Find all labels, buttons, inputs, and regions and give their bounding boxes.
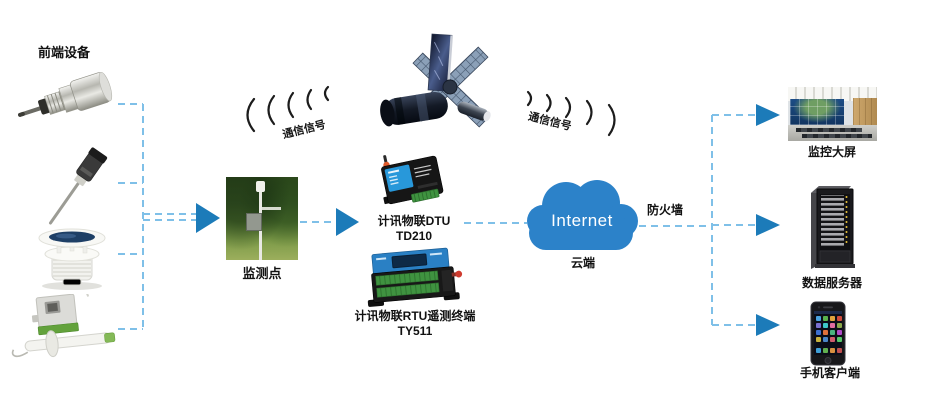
signal-arcs-left-icon: [246, 85, 330, 133]
smartphone-icon: [810, 301, 846, 366]
satellite-icon: [380, 33, 491, 128]
room-side-wall: [853, 98, 877, 127]
rtu-label-line2: TY511: [397, 324, 433, 338]
temperature-probe-sensor-icon: [18, 71, 113, 117]
video-wall: [790, 99, 844, 125]
dtu-device-icon: [381, 155, 444, 205]
cloud-label: 云端: [570, 256, 595, 270]
data-server-label: 数据服务器: [801, 276, 862, 290]
arrow-to-dtu: [336, 208, 359, 236]
arrow-to-mobile-client: [756, 314, 780, 336]
sensor-bus-dashed-lines: [118, 103, 196, 330]
desk-row: [802, 134, 872, 138]
front-devices-label: 前端设备: [38, 45, 91, 60]
rtu-label-line1: 计讯物联RTU遥测终端: [354, 309, 476, 323]
station-crossarm: [262, 207, 281, 210]
signal-arcs-right-icon: [526, 90, 616, 137]
duct-sensor-icon: [11, 294, 116, 358]
room-ceiling: [788, 87, 877, 101]
desk-row: [796, 128, 862, 132]
monitoring-site-photo: [226, 177, 298, 260]
rod-probe-sensor-icon: [48, 147, 108, 225]
internet-label: Internet: [551, 211, 613, 230]
rtu-device-icon: [367, 247, 463, 307]
control-room-photo: [788, 87, 877, 141]
big-screen-label: 监控大屏: [807, 145, 856, 159]
arrow-to-monitoring-point: [196, 203, 220, 233]
server-rack-icon: [811, 186, 855, 269]
arrow-to-data-server: [756, 214, 780, 236]
monitoring-point-label: 监测点: [242, 266, 282, 281]
mobile-client-label: 手机客户端: [799, 366, 860, 380]
dtu-label-line1: 计讯物联DTU: [377, 214, 451, 228]
right-bus-dashed-lines: [711, 114, 756, 326]
ultrasonic-sensor-icon: [38, 228, 106, 290]
app-icon-grid: [816, 316, 842, 353]
station-enclosure: [246, 213, 262, 231]
internet-cloud-icon: [527, 180, 638, 250]
satellite-body: [380, 91, 448, 127]
dtu-label-line2: TD210: [395, 229, 433, 243]
station-sensor-head: [256, 181, 265, 192]
firewall-label: 防火墙: [647, 203, 684, 217]
vertical-panel: [427, 33, 453, 92]
satellite-nose: [457, 101, 491, 122]
arrow-to-big-screen: [756, 104, 780, 126]
panel-hub: [442, 79, 458, 95]
